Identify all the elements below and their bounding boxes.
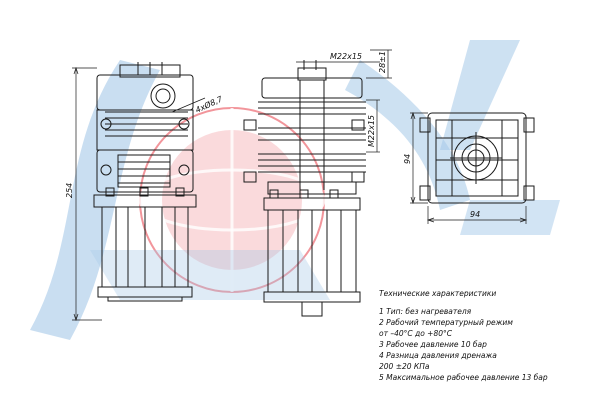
spec-item-temp: 2 Рабочий температурный режим bbox=[379, 318, 513, 327]
spec-item-drain: 4 Разница давления дренажа bbox=[379, 351, 497, 360]
side-dimensions bbox=[296, 49, 392, 153]
front-dimensions bbox=[72, 66, 206, 322]
dim-height-total: 254 bbox=[65, 183, 74, 198]
specs-title: Технические характеристики bbox=[379, 289, 497, 298]
spec-item-drain-value: 200 ±20 КПа bbox=[379, 362, 430, 371]
dim-width-side: 94 bbox=[470, 210, 480, 219]
front-view bbox=[93, 62, 197, 302]
side-view bbox=[243, 60, 366, 317]
spec-item-max-pressure: 5 Максимальное рабочее давление 13 бар bbox=[379, 373, 548, 382]
top-view bbox=[419, 112, 535, 204]
dim-thread-side: M22x15 bbox=[367, 115, 376, 147]
dim-height-side: 94 bbox=[403, 154, 412, 164]
specs-list: 1 Тип: без нагревателя 2 Рабочий темпера… bbox=[379, 306, 594, 383]
spec-item-temp-range: от –40°C до +80°C bbox=[379, 329, 452, 338]
top-dimensions bbox=[410, 111, 528, 224]
dim-thread-top: M22x15 bbox=[330, 52, 362, 61]
spec-item-type: 1 Тип: без нагревателя bbox=[379, 307, 472, 316]
dim-offset-top: 28±1 bbox=[378, 51, 387, 73]
spec-item-pressure: 3 Рабочее давление 10 бар bbox=[379, 340, 487, 349]
